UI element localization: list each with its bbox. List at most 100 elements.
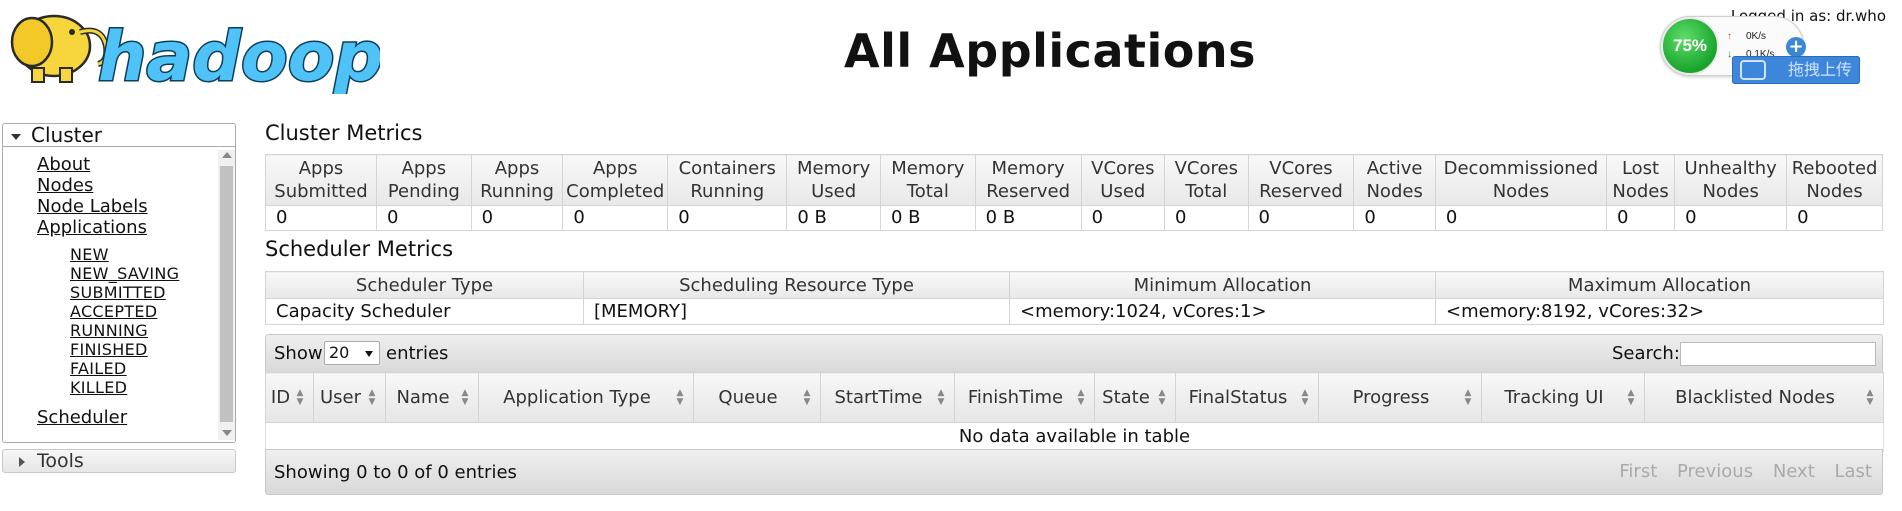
column-header-tracking-ui[interactable]: Tracking UI▲▼ <box>1481 372 1645 423</box>
column-header-application-type[interactable]: Application Type▲▼ <box>478 372 694 423</box>
column-header-id[interactable]: ID▲▼ <box>265 372 314 423</box>
sort-icon: ▲▼ <box>1077 387 1085 407</box>
scroll-down-icon[interactable] <box>222 430 232 436</box>
metric-value: 0 B <box>974 205 1082 231</box>
cluster-nav-header[interactable]: Cluster <box>3 124 235 147</box>
lost-nodes-link[interactable]: 0 <box>1616 207 1629 228</box>
sort-icon: ▲▼ <box>676 387 684 407</box>
sort-icon: ▲▼ <box>937 387 945 407</box>
elephant-icon <box>10 14 110 83</box>
metric-value: 0 <box>562 205 669 231</box>
column-header-state[interactable]: State▲▼ <box>1094 372 1176 423</box>
search-input[interactable] <box>1680 342 1876 366</box>
tools-label: Tools <box>37 450 84 472</box>
nav-link-scheduler[interactable]: Scheduler <box>37 407 128 428</box>
sort-icon: ▲▼ <box>803 387 811 407</box>
nav-link-applications[interactable]: Applications <box>37 217 147 238</box>
nav-link-nodes[interactable]: Nodes <box>37 175 94 196</box>
sort-icon: ▲▼ <box>296 387 304 407</box>
triangle-right-icon <box>19 456 25 467</box>
speed-percent-badge[interactable]: 75% <box>1661 17 1719 75</box>
datatable-toolbar: Show 20 entries Search: <box>265 334 1883 372</box>
state-link-failed[interactable]: FAILED <box>70 359 127 378</box>
first-page-button[interactable]: First <box>1619 461 1658 482</box>
cluster-links: About Nodes Node Labels Applications <box>37 154 148 238</box>
metric-value: 0 <box>470 205 564 231</box>
datatable-footer: Showing 0 to 0 of 0 entries First Previo… <box>265 449 1883 495</box>
nav-link-node-labels[interactable]: Node Labels <box>37 196 148 217</box>
column-header: Minimum Allocation <box>1009 271 1436 299</box>
search-label: Search: <box>1612 343 1680 364</box>
minimum-allocation-value: <memory:1024, vCores:1> <box>1009 298 1436 325</box>
active-nodes-link[interactable]: 0 <box>1364 207 1376 228</box>
state-link-finished[interactable]: FINISHED <box>70 340 148 359</box>
network-speed-widget[interactable]: 75% ↑0K/s ↓0.1K/s + <box>1660 16 1806 76</box>
sort-icon: ▲▼ <box>368 387 376 407</box>
chevron-down-icon <box>365 351 373 357</box>
column-header: Scheduler Type <box>265 271 584 299</box>
entries-length-select[interactable]: 20 <box>324 341 380 365</box>
entries-label: entries <box>386 343 449 364</box>
sidebar-scrollbar[interactable] <box>218 150 235 440</box>
scroll-up-icon[interactable] <box>222 152 232 158</box>
last-page-button[interactable]: Last <box>1834 461 1873 482</box>
cluster-nav-panel: Cluster About Nodes Node Labels Applicat… <box>2 123 236 443</box>
empty-table-message: No data available in table <box>265 422 1884 452</box>
metric-value: 0 B <box>786 205 881 231</box>
applications-table: ID▲▼ User▲▼ Name▲▼ Application Type▲▼ Qu… <box>265 372 1884 452</box>
upload-icon <box>1740 60 1766 80</box>
triangle-down-icon <box>11 133 21 140</box>
state-link-running[interactable]: RUNNING <box>70 321 148 340</box>
column-header-finalstatus[interactable]: FinalStatus▲▼ <box>1175 372 1319 423</box>
hadoop-wordmark: hadoop <box>98 18 380 94</box>
column-header: Scheduling Resource Type <box>583 271 1010 299</box>
show-label: Show <box>274 343 323 364</box>
column-header-queue[interactable]: Queue▲▼ <box>693 372 821 423</box>
download-rate-value: 0.1K/s <box>1746 49 1775 60</box>
pagination: First Previous Next Last <box>1605 461 1872 482</box>
previous-page-button[interactable]: Previous <box>1677 461 1754 482</box>
arrow-up-icon: ↑ <box>1727 31 1732 42</box>
metric-value: 0 <box>1080 205 1166 231</box>
column-header-user[interactable]: User▲▼ <box>313 372 386 423</box>
column-header-blacklisted-nodes[interactable]: Blacklisted Nodes▲▼ <box>1644 372 1884 423</box>
cluster-label: Cluster <box>31 123 102 147</box>
state-link-new-saving[interactable]: NEW_SAVING <box>70 264 180 283</box>
unhealthy-nodes-link[interactable]: 0 <box>1685 207 1697 228</box>
plus-icon[interactable]: + <box>1786 37 1806 57</box>
state-link-accepted[interactable]: ACCEPTED <box>70 302 158 321</box>
state-link-submitted[interactable]: SUBMITTED <box>70 283 166 302</box>
table-row: No data available in table <box>265 422 1884 452</box>
sort-icon: ▲▼ <box>1301 387 1309 407</box>
drag-upload-button[interactable]: 拖拽上传 <box>1732 56 1860 84</box>
page-title-text: All Applications <box>844 24 1256 78</box>
state-link-new[interactable]: NEW <box>70 245 109 264</box>
column-header-progress[interactable]: Progress▲▼ <box>1318 372 1482 423</box>
next-page-button[interactable]: Next <box>1772 461 1815 482</box>
decommissioned-nodes-link[interactable]: 0 <box>1445 207 1458 228</box>
scrollbar-thumb[interactable] <box>220 166 233 422</box>
nav-link-about[interactable]: About <box>37 154 91 175</box>
maximum-allocation-value: <memory:8192, vCores:32> <box>1435 298 1884 325</box>
metric-value: 0 <box>1247 205 1355 231</box>
column-header-name[interactable]: Name▲▼ <box>385 372 479 423</box>
tools-nav-header[interactable]: Tools <box>2 449 236 473</box>
column-header-finishtime[interactable]: FinishTime▲▼ <box>954 372 1095 423</box>
sort-icon: ▲▼ <box>1866 387 1874 407</box>
sort-icon: ▲▼ <box>461 387 469 407</box>
metric-value: 0 <box>1164 205 1249 231</box>
state-link-killed[interactable]: KILLED <box>70 378 128 397</box>
column-header-starttime[interactable]: StartTime▲▼ <box>820 372 955 423</box>
rebooted-nodes-link[interactable]: 0 <box>1797 207 1809 228</box>
application-state-links: NEW NEW_SAVING SUBMITTED ACCEPTED RUNNIN… <box>70 245 179 397</box>
